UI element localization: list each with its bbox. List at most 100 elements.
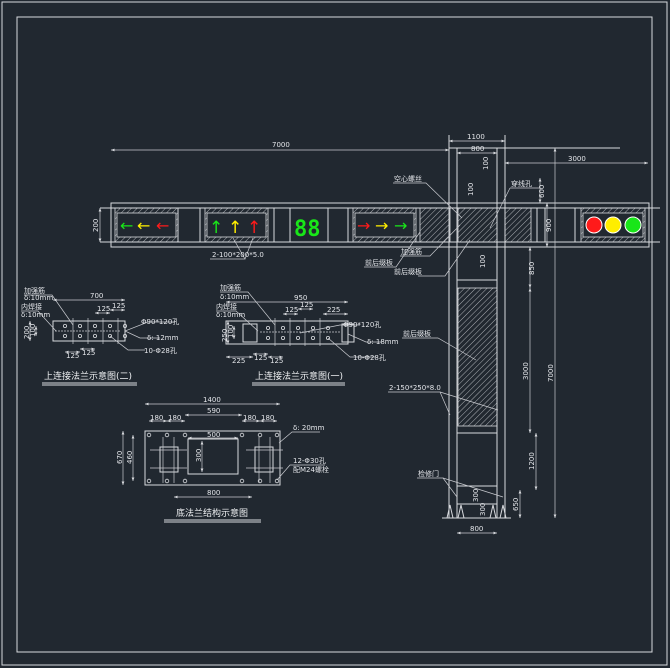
label-thickness: δ:10mm (216, 311, 245, 319)
label-thickness: δ:10mm (21, 311, 50, 319)
arrow-up-icon-green: ↑ (209, 218, 223, 238)
dim-arm-top: 600 (538, 185, 546, 198)
base-flange: 1400 590 180 180 180 180 500 300 670 460… (116, 396, 329, 523)
label-inner-weld: 内焊接 (216, 302, 237, 311)
label-thickness: δ:10mm (220, 293, 249, 301)
dim-arm-height: 900 (545, 219, 553, 232)
dim-pitch: 125 (270, 357, 283, 365)
dim-rib: 100 (467, 183, 475, 196)
dim-spacing: 180 (261, 414, 274, 422)
label-stiffener: 加强筋 (401, 247, 422, 256)
dim-pitch: 125 (254, 354, 267, 362)
arm-outline (110, 202, 650, 248)
arrow-up-icon-yellow: ↑ (228, 218, 242, 238)
label-center-hole: Φ90*120孔 (343, 321, 381, 329)
label-plate-thickness: δ: 20mm (293, 424, 325, 432)
dim-column-outer: 1100 (467, 133, 485, 141)
yellow-light-icon (604, 216, 622, 234)
dim-height: 250 (221, 329, 229, 342)
dim-height: 200 (23, 326, 31, 339)
dim-door-h1: 300 (472, 489, 480, 502)
straight-signal: ↑ ↑ ↑ (204, 207, 269, 243)
label-front-back-plate: 前后缀板 (403, 329, 431, 338)
arrow-left-icon-yellow: ← (137, 216, 150, 235)
dim-door-h2: 300 (479, 503, 487, 516)
dim-column-inner: 800 (471, 145, 484, 153)
vehicle-signal-light (580, 207, 646, 243)
dim-height: 670 (116, 451, 124, 464)
dim-pitch: 125 (66, 352, 79, 360)
label-inner-weld: 内焊接 (21, 302, 42, 311)
dim-base-offset: 650 (512, 498, 520, 511)
dim-inner-span: 590 (207, 407, 220, 415)
flange-2-title: 上连接法兰示意图(二) (44, 370, 132, 382)
dim-pitch: 125 (82, 349, 95, 357)
dim-column-span: 800 (207, 489, 220, 497)
arrow-up-icon-red: ↑ (247, 218, 261, 238)
upper-flange-1: 加强筋 δ:10mm 内焊接 δ:10mm 950 125 125 225 22… (216, 283, 399, 386)
arrow-right-icon-red: → (357, 216, 370, 235)
dim-top-offset: 100 (482, 157, 490, 170)
dim-arm-height-left: 200 (92, 219, 100, 232)
dim-cantilever: 3000 (568, 155, 586, 163)
arrow-right-icon-yellow: → (375, 216, 388, 235)
base-flange-title: 底法兰结构示意图 (176, 507, 248, 519)
dim-pitch: 125 (300, 301, 313, 309)
dim-hatch-height: 3000 (522, 362, 530, 380)
label-hollow-bolt: 空心螺丝 (394, 174, 422, 183)
label-plate-thickness: δ: 18mm (367, 338, 399, 346)
dim-base-width: 800 (470, 525, 483, 533)
dim-door-zone: 1200 (528, 452, 536, 470)
label-bolt-holes: 12-Φ30孔 (293, 457, 326, 465)
label-center-hole: Φ90*120孔 (141, 318, 179, 326)
column (442, 135, 620, 519)
dim-below-arm: 850 (528, 262, 536, 275)
label-front-back-plate: 前后缀板 (394, 267, 422, 276)
label-front-back-plate: 前后缀板 (365, 258, 393, 267)
label-plate-thickness: δ: 12mm (147, 334, 179, 342)
upper-flange-2: 加强筋 δ:10mm 内焊接 δ:10mm 700 125 125 125 12… (21, 286, 179, 386)
label-bolt-holes: 10-Φ28孔 (353, 354, 386, 362)
dim-width: 700 (90, 292, 103, 300)
dim-inner-height: 100 (227, 325, 235, 338)
dim-total-height: 7000 (547, 364, 555, 382)
dim-opening-width: 500 (207, 431, 220, 439)
right-turn-signal: → → → (352, 207, 417, 243)
label-stiffener: 加强筋 (220, 283, 241, 292)
dim-spacing: 180 (150, 414, 163, 422)
dim-opening-height: 300 (195, 449, 203, 462)
dim-spacing: 180 (243, 414, 256, 422)
arrow-right-icon-green: → (394, 216, 407, 235)
dim-width: 1400 (203, 396, 221, 404)
inner-frame (16, 16, 653, 653)
countdown-display: 88 (294, 217, 321, 242)
dim-gap: 100 (479, 255, 487, 268)
dim-pitch: 125 (97, 305, 110, 313)
left-turn-signal: ← ← ← (114, 207, 179, 243)
dim-hole-span: 460 (126, 451, 134, 464)
arrow-left-icon-red: ← (156, 216, 169, 235)
red-light-icon (585, 216, 603, 234)
label-inspection-door: 检修门 (418, 469, 439, 478)
arrow-left-icon-green: ← (120, 216, 133, 235)
label-arm-tube: 2-100*200*5.0 (212, 251, 264, 259)
flange-1-title: 上连接法兰示意图(一) (255, 370, 343, 382)
main-elevation: ← ← ← ↑ ↑ ↑ 88 → → → 7000 1100 800 30 (92, 133, 660, 535)
label-bolts: 配M24螺栓 (293, 465, 329, 474)
label-bolt-holes: 10-Φ28孔 (144, 347, 177, 355)
label-thickness: δ:10mm (24, 294, 53, 302)
green-light-icon (624, 216, 642, 234)
label-column-tube: 2-150*250*8.0 (389, 384, 441, 392)
dim-inner-height: 100 (29, 324, 37, 337)
dim-pitch: 125 (285, 306, 298, 314)
dim-width: 950 (294, 294, 307, 302)
dim-arm-length: 7000 (272, 141, 290, 149)
label-stiffener: 加强筋 (24, 286, 45, 295)
label-wire-hole: 穿线孔 (511, 179, 532, 188)
dim-pitch: 125 (112, 302, 125, 310)
dim-spacing: 180 (168, 414, 181, 422)
front-back-plate (457, 287, 498, 427)
dim-pitch: 225 (327, 306, 340, 314)
